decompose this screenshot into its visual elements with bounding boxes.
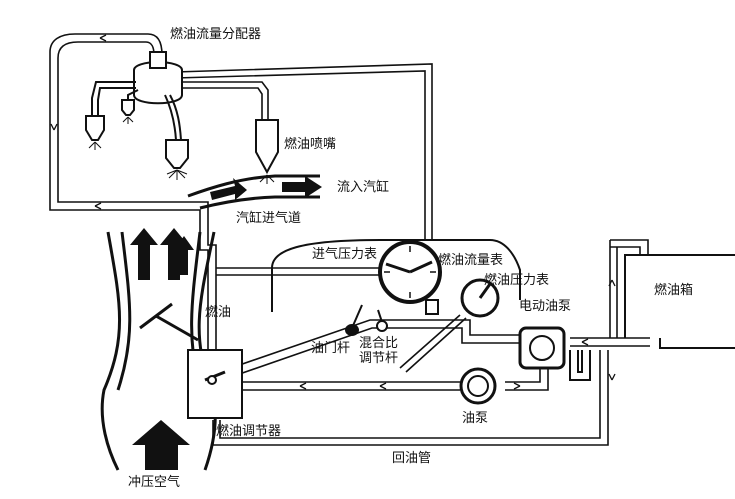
electric-fuel-pump <box>520 328 564 368</box>
label-intake-passage: 汽缸进气道 <box>236 212 301 227</box>
fuel-regulator-box <box>188 350 242 418</box>
fuel-pump <box>461 369 495 403</box>
label-distributor: 燃油流量分配器 <box>170 28 261 43</box>
label-return-line: 回油管 <box>392 452 431 467</box>
throttle-lever <box>346 305 362 335</box>
label-fuel-tank: 燃油箱 <box>654 284 693 299</box>
label-nozzle: 燃油喷嘴 <box>284 138 336 153</box>
label-fuel-regulator: 燃油调节器 <box>216 425 281 440</box>
label-pump: 油泵 <box>462 412 488 427</box>
fuel-nozzles <box>86 100 278 172</box>
fuel-flow-meter <box>380 242 440 302</box>
label-fuel-pressure-gauge: 燃油压力表 <box>484 274 549 289</box>
label-fuel-flow-meter: 燃油流量表 <box>438 254 503 269</box>
venturi-valve <box>140 304 198 340</box>
label-ram-air: 冲压空气 <box>128 476 180 491</box>
fuel-tank <box>625 255 735 348</box>
label-electric-pump: 电动油泵 <box>519 300 571 315</box>
fuel-flow-distributor <box>92 52 182 140</box>
label-fuel: 燃油 <box>205 306 231 321</box>
small-indicator <box>426 300 438 314</box>
label-throttle-lever: 油门杆 <box>311 342 350 357</box>
label-mixture-lever-2: 调节杆 <box>359 352 398 367</box>
upward-air-arrows <box>130 228 194 470</box>
check-valves <box>570 350 590 380</box>
label-mixture-lever-1: 混合比 <box>359 337 398 352</box>
label-intake-pressure-gauge: 进气压力表 <box>312 248 377 263</box>
label-flow-into-cylinder: 流入汽缸 <box>337 181 389 196</box>
